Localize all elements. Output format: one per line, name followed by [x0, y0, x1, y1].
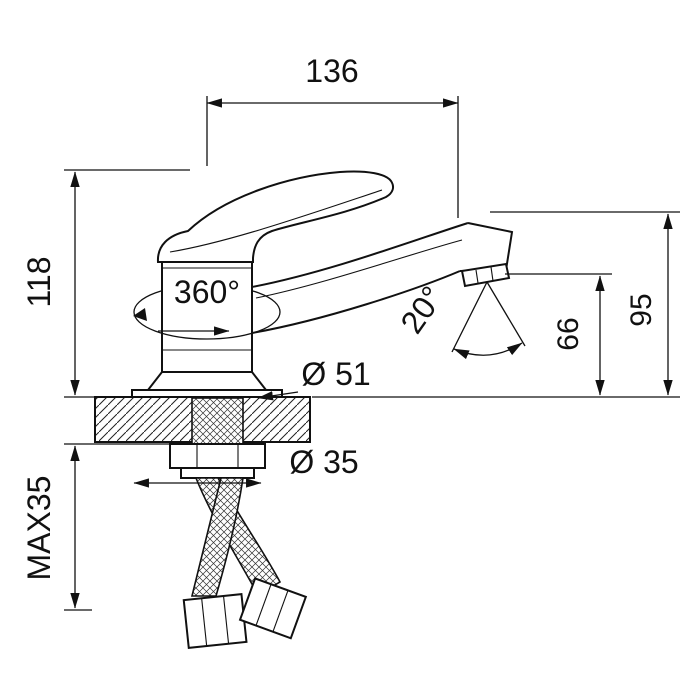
label-stream-angle: 20° [393, 280, 450, 340]
dimension-hole-diameter: Ø 35 [133, 444, 359, 488]
label-max-thickness: MAX35 [21, 476, 57, 581]
swivel-arrowhead [133, 308, 147, 321]
dimension-total-height: 95 [490, 211, 680, 396]
dimension-spout-reach: 136 [206, 53, 459, 218]
aerator [460, 262, 511, 288]
label-body-height: 118 [21, 256, 57, 307]
base-flange [131, 371, 283, 398]
label-base-diameter: Ø 51 [301, 356, 370, 392]
hose-nut-right [238, 577, 308, 640]
label-spout-reach: 136 [305, 53, 358, 89]
label-total-height: 95 [625, 293, 658, 326]
dimension-outlet-height: 66 [312, 273, 680, 398]
label-swivel-angle: 360° [174, 274, 240, 310]
mounting-nut [169, 443, 266, 469]
hose-nut-left [182, 592, 248, 649]
lever-handle [156, 170, 395, 263]
dimension-body-height: 118 [21, 169, 190, 398]
dimension-base-diameter: Ø 51 [257, 356, 371, 401]
mounting-washer [180, 467, 255, 479]
label-hole-diameter: Ø 35 [289, 444, 358, 480]
swivel-indicator: 360° [133, 274, 281, 340]
label-outlet-height: 66 [552, 317, 585, 350]
spout [251, 222, 514, 334]
dimension-max-thickness: MAX35 [21, 443, 188, 611]
dimension-stream-angle: 20° [393, 280, 526, 360]
